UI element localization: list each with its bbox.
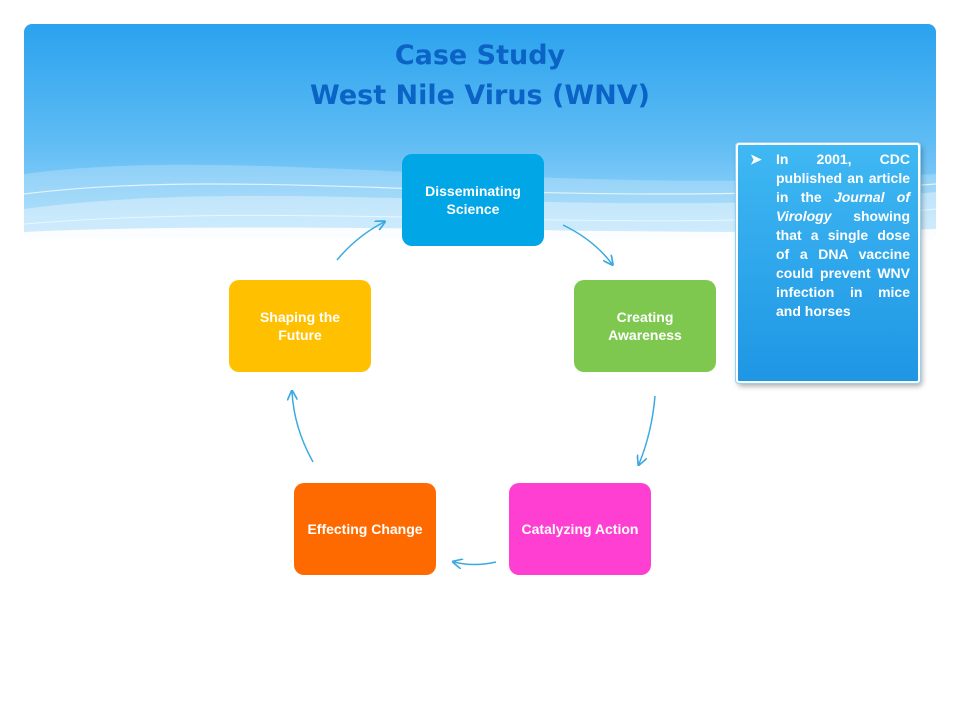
- arrow-diss-to-create: [562, 224, 612, 264]
- title-line-1: Case Study: [394, 40, 566, 71]
- callout-text-before: In 2001, CDC published an article in the: [776, 151, 910, 205]
- arrow-eff-to-shape: [292, 392, 314, 463]
- arrow-create-to-cat: [639, 395, 656, 464]
- node-effecting-change: Effecting Change: [294, 483, 436, 575]
- arrow-bullet-icon: ➤: [750, 151, 762, 167]
- node-disseminating-science: Disseminating Science: [402, 154, 544, 246]
- info-callout: ➤ In 2001, CDC published an article in t…: [736, 143, 920, 383]
- node-shaping-the-future: Shaping the Future: [229, 280, 371, 372]
- node-catalyzing-action: Catalyzing Action: [509, 483, 651, 575]
- arrow-shape-to-diss: [336, 222, 384, 261]
- node-creating-awareness: Creating Awareness: [574, 280, 716, 372]
- callout-text: In 2001, CDC published an article in the…: [776, 150, 910, 321]
- arrow-cat-to-eff: [454, 562, 497, 565]
- slide-title: Case Study West Nile Virus (WNV): [0, 36, 960, 116]
- callout-text-after: showing that a single dose of a DNA vacc…: [776, 208, 910, 319]
- title-line-2: West Nile Virus (WNV): [310, 80, 650, 111]
- journal-name: Journal of Virology: [776, 189, 910, 224]
